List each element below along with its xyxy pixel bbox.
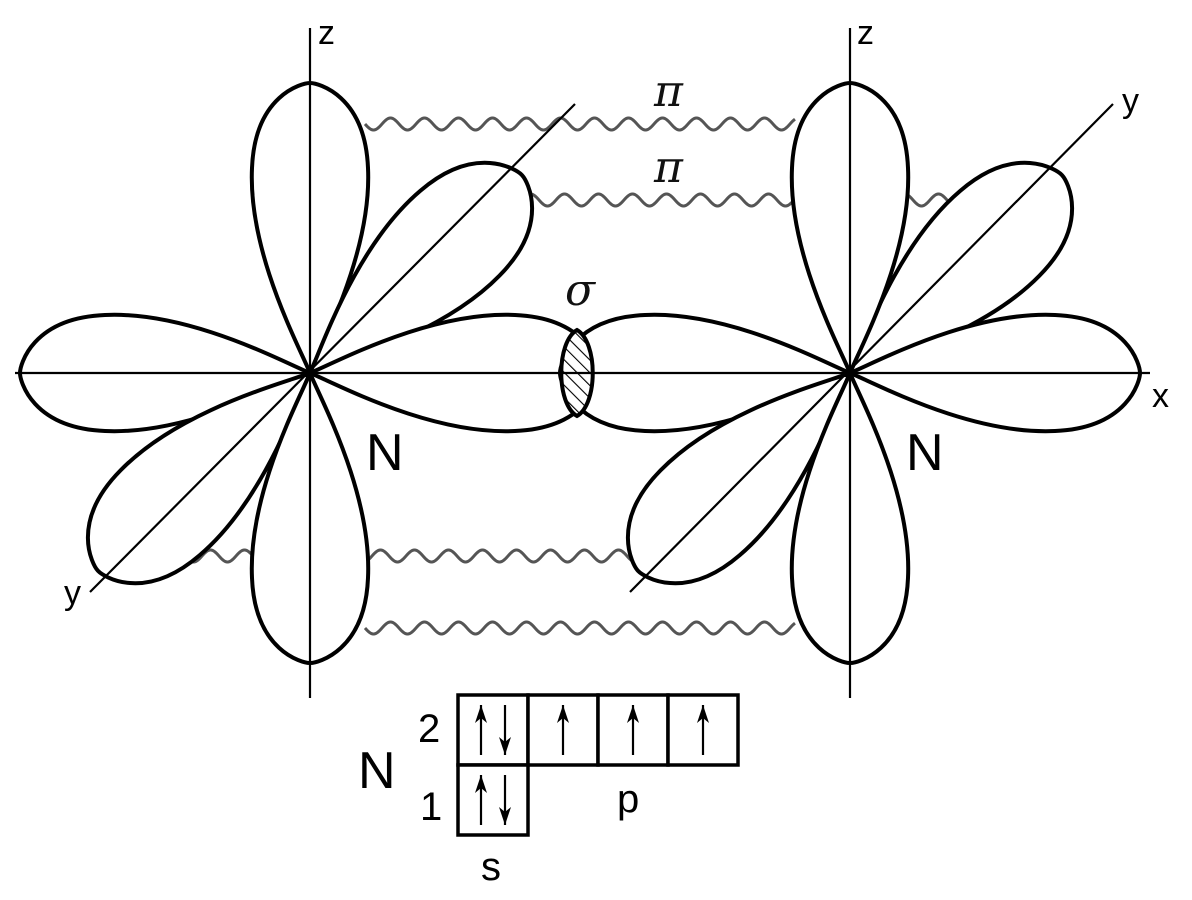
spin-up-arrow-2p-1 (557, 705, 569, 755)
shell-2-label: 2 (418, 707, 440, 751)
left-z-axis-label: z (318, 14, 335, 52)
spin-up-arrow-2s (475, 705, 487, 755)
p-subshell-label: p (617, 777, 639, 821)
electron-spins (475, 705, 709, 825)
right-y-axis-label: y (1122, 82, 1139, 120)
config-element-label: N (358, 742, 396, 800)
left-y-axis-label: y (64, 574, 81, 612)
sigma-bond-label: σ (565, 265, 597, 316)
s-subshell-label: s (481, 845, 501, 889)
right-y-axis-line (629, 103, 1114, 593)
pi-wave-bottom (363, 620, 796, 636)
spin-down-arrow-1s (499, 775, 511, 825)
orbital-box-2s (456, 693, 530, 767)
orbital-box-1s (456, 763, 530, 837)
spin-up-arrow-2p-2 (627, 705, 639, 755)
axes (15, 28, 1150, 698)
spin-up-arrow-1s (475, 775, 487, 825)
pi-bond-label-second: π (653, 142, 684, 193)
spin-down-arrow-2s (499, 705, 511, 755)
pi-wave-top (363, 116, 796, 132)
pi-bond-label-top: π (653, 66, 684, 117)
shell-1-label: 1 (420, 785, 442, 829)
left-y-axis-line (89, 103, 576, 593)
x-axis-label: x (1152, 377, 1169, 415)
electron-configuration: N 2 1 s p (358, 693, 740, 889)
spin-up-arrow-2p-3 (697, 705, 709, 755)
right-atom-label: N (906, 424, 944, 482)
left-atom-label: N (366, 424, 404, 482)
right-z-axis-label: z (857, 14, 874, 52)
